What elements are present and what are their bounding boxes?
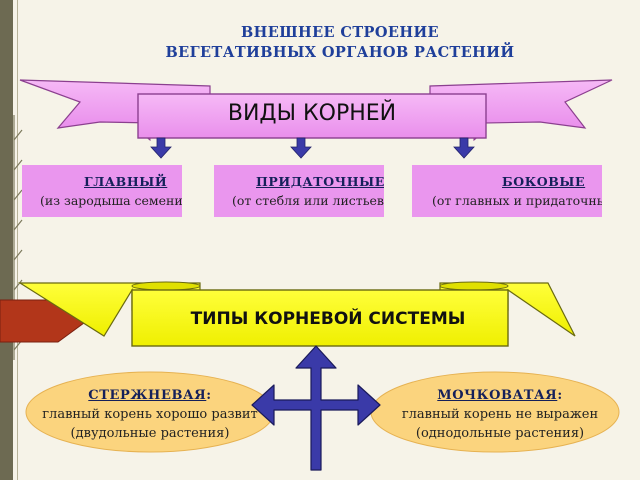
root-type-lateral-title: БОКОВЫЕ <box>502 174 586 189</box>
page-title-line1: ВНЕШНЕЕ СТРОЕНИЕ <box>240 24 439 41</box>
connector-arrows <box>251 345 381 471</box>
taproot-line2: (двудольные растения) <box>70 426 230 441</box>
fibrous-line1: главный корень не выражен <box>401 407 599 422</box>
root-type-lateral-subtitle: (от главных и придаточных) <box>432 193 602 208</box>
fibrous-line2: (однодольные растения) <box>415 426 585 441</box>
root-type-main: ГЛАВНЫЙ (из зародыша семени) <box>22 165 182 217</box>
left-decor-line <box>17 0 18 480</box>
taproot-line1: главный корень хорошо развит <box>42 407 258 422</box>
taproot-title: СТЕРЖНЕВАЯ <box>88 388 207 403</box>
root-types-banner-shape <box>19 79 613 142</box>
taproot-description: СТЕРЖНЕВАЯ: главный корень хорошо развит… <box>40 386 260 443</box>
root-type-lateral: БОКОВЫЕ (от главных и придаточных) <box>412 165 602 217</box>
root-type-adventitious: ПРИДАТОЧНЫЕ (от стебля или листьев) <box>214 165 384 217</box>
root-system-banner-shape <box>17 281 576 347</box>
page-title-line2: ВЕГЕТАТИВНЫХ ОРГАНОВ РАСТЕНИЙ <box>165 44 515 61</box>
fibrous-description: МОЧКОВАТАЯ: главный корень не выражен (о… <box>401 388 599 441</box>
left-decor-bar <box>0 0 13 480</box>
fibrous-title: МОЧКОВАТАЯ <box>437 388 558 403</box>
down-arrows <box>150 137 475 159</box>
root-system-banner-label: ТИПЫ КОРНЕВОЙ СИСТЕМЫ <box>190 309 466 329</box>
root-type-adventitious-subtitle: (от стебля или листьев) <box>232 193 384 208</box>
root-type-main-subtitle: (из зародыша семени) <box>40 193 182 208</box>
root-types-banner-label: ВИДЫ КОРНЕЙ <box>227 101 397 126</box>
root-type-main-title: ГЛАВНЫЙ <box>84 174 168 189</box>
root-type-adventitious-title: ПРИДАТОЧНЫЕ <box>256 174 384 189</box>
